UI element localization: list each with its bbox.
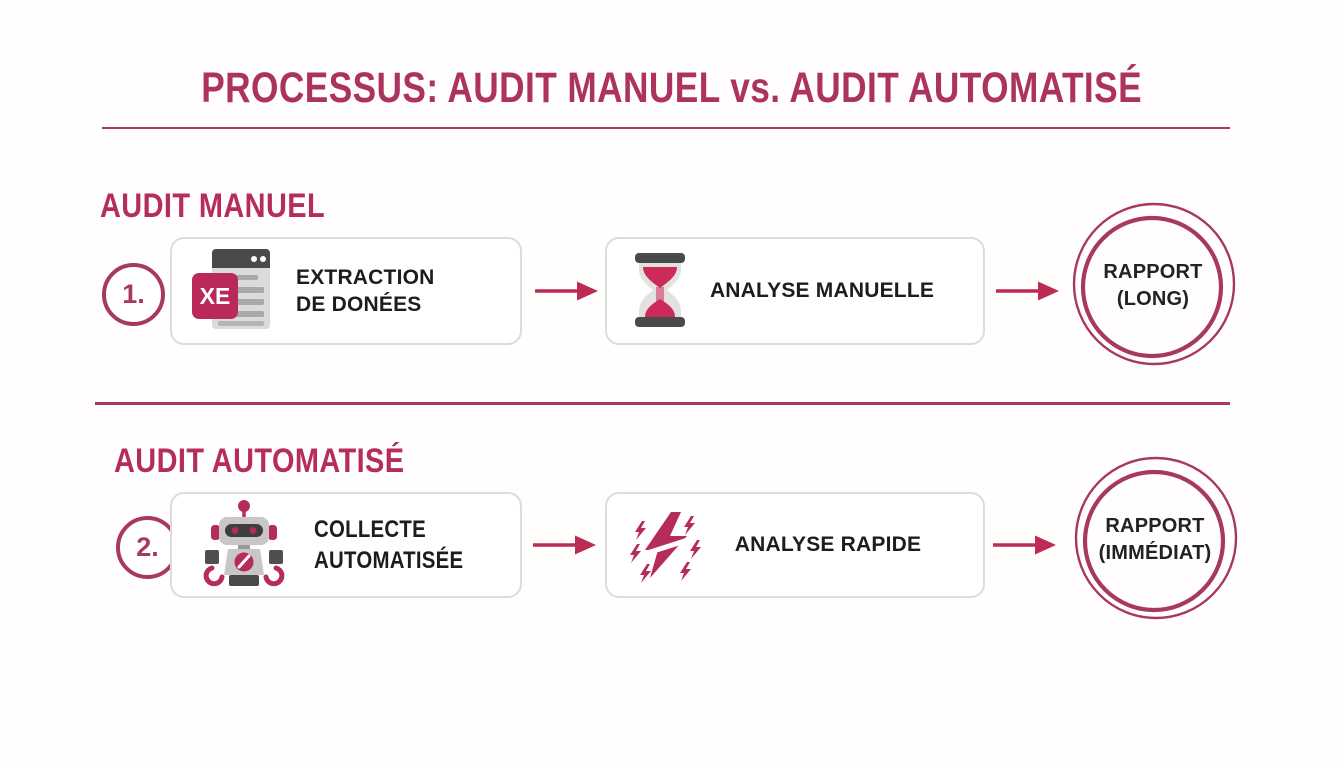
arrow-icon	[533, 535, 596, 555]
result-rapport-long: RAPPORT (LONG)	[1067, 200, 1239, 372]
arrow-icon	[996, 281, 1059, 301]
step-number-1: 1.	[102, 263, 165, 326]
title-divider	[102, 127, 1230, 129]
header: PROCESSUS: AUDIT MANUEL vs. AUDIT AUTOMA…	[0, 64, 1344, 113]
step-label-extraction: EXTRACTION DE DONÉES	[296, 265, 435, 316]
result-text: RAPPORT (LONG)	[1103, 261, 1203, 310]
xe-badge-label: XE	[200, 283, 231, 309]
step-label-analyse-rapide: ANALYSE RAPIDE	[734, 533, 922, 557]
hourglass-icon	[635, 253, 685, 327]
step-box-extraction: XE EXTRACTION DE DONÉES	[170, 237, 522, 345]
section-heading-label: AUDIT MANUEL	[100, 187, 326, 225]
step-label-analyse-manuelle: ANALYSE MANUELLE	[709, 279, 935, 303]
robot-icon	[203, 500, 285, 587]
step-number-2-label: 2.	[136, 532, 159, 562]
result-text: RAPPORT (IMMÉDIAT)	[1098, 515, 1212, 564]
page-title: PROCESSUS: AUDIT MANUEL vs. AUDIT AUTOMA…	[201, 64, 1143, 112]
step-label-collecte: COLLECTE AUTOMATISÉE	[314, 515, 464, 574]
section-divider	[95, 402, 1230, 405]
section-heading-audit-manuel: AUDIT MANUEL	[100, 187, 365, 226]
spreadsheet-xe-icon: XE	[192, 249, 270, 329]
step-number-1-label: 1.	[122, 279, 145, 309]
step-box-analyse-rapide: ANALYSE RAPIDE	[605, 492, 985, 598]
double-ring-icon	[1072, 202, 1236, 366]
step-box-analyse-manuelle: ANALYSE MANUELLE	[605, 237, 985, 345]
arrow-icon	[535, 281, 598, 301]
result-rapport-immediat: RAPPORT (IMMÉDIAT)	[1069, 454, 1241, 626]
step-box-collecte: COLLECTE AUTOMATISÉE	[170, 492, 522, 598]
arrow-icon	[993, 535, 1056, 555]
lightning-icon	[630, 512, 701, 583]
double-ring-icon	[1074, 456, 1238, 620]
section-heading-audit-automatise: AUDIT AUTOMATISÉ	[114, 442, 456, 481]
section-heading-label: AUDIT AUTOMATISÉ	[114, 442, 405, 480]
